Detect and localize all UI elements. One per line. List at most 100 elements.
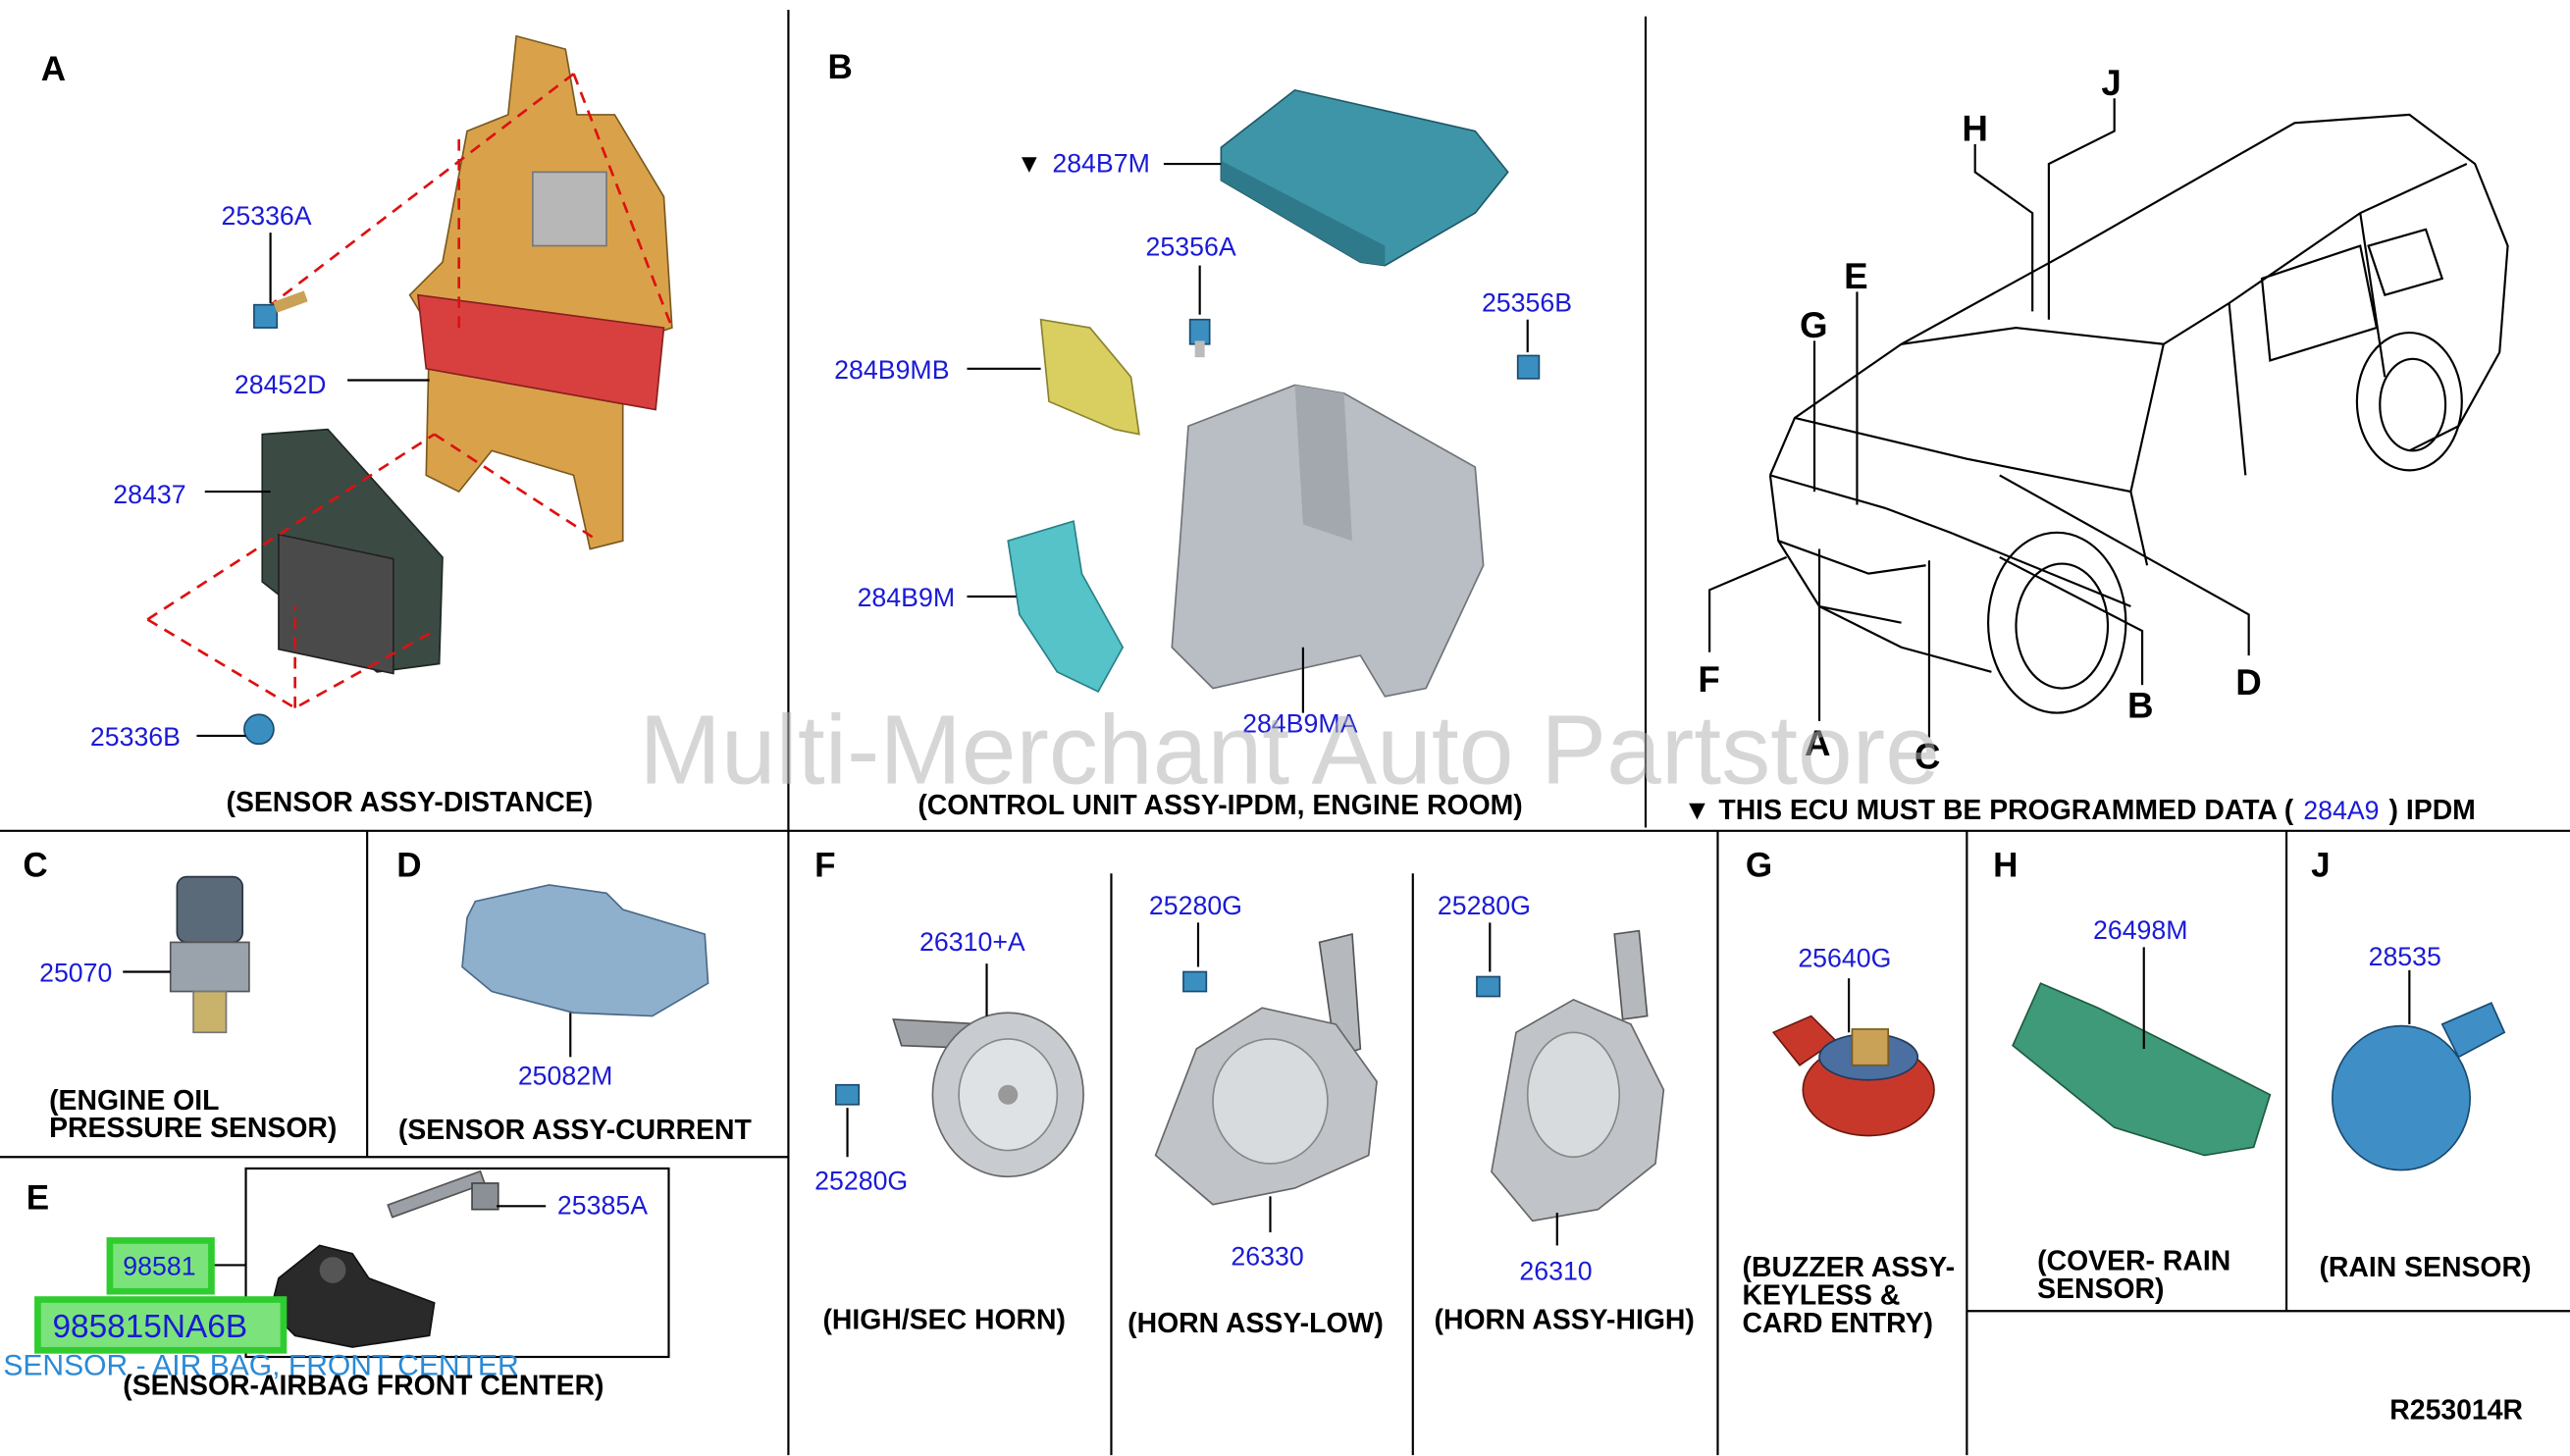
bracket-red-band-icon: [416, 293, 665, 411]
airbag-sensor-icon: [269, 1244, 436, 1348]
assembly-guide-lines: [146, 73, 674, 710]
bolt-25336a-icon: [253, 290, 308, 329]
section-g-caption-3: CARD ENTRY): [1743, 1308, 1933, 1339]
section-e-caption: (SENSOR-AIRBAG FRONT CENTER): [123, 1370, 603, 1401]
horn-high-sec-icon: [892, 1012, 1084, 1178]
section-h-caption-1: (COVER- RAIN: [2037, 1245, 2230, 1276]
part-number-26310[interactable]: 26310: [1519, 1257, 1592, 1286]
section-b-letter: B: [828, 48, 853, 86]
section-b-caption: (CONTROL UNIT ASSY-IPDM, ENGINE ROOM): [918, 790, 1522, 821]
nut-25356b-icon: [1516, 354, 1541, 380]
part-number-98581-highlight: [106, 1237, 215, 1295]
horn-high-icon: [1491, 929, 1665, 1222]
vehicle-overview: H J E G F A C B D ▼ THIS ECU MUST BE PRO…: [1683, 63, 2509, 826]
section-f-letter: F: [814, 847, 835, 885]
bracket-plate-icon: [532, 171, 607, 247]
vehicle-callout-f: F: [1698, 659, 1719, 700]
vehicle-callout-a: A: [1805, 723, 1831, 763]
section-e: E 25385A 98581 985815NA6B (SENSOR-AIRBAG…: [3, 1167, 670, 1401]
ipdm-cover-edge-icon: [1221, 160, 1386, 266]
vehicle-callout-j: J: [2101, 63, 2121, 103]
vehicle-callout-c: C: [1914, 736, 1941, 776]
ipdm-housing-wall-icon: [1294, 385, 1352, 542]
ipdm-marker-glyph: ▼: [1017, 148, 1042, 178]
vehicle-callout-h: H: [1962, 109, 1988, 149]
part-number-284b9m[interactable]: 284B9M: [858, 583, 956, 612]
section-a-letter: A: [41, 50, 66, 88]
watermark-text: Multi-Merchant Auto Partstore: [639, 695, 1939, 805]
section-c-letter: C: [23, 847, 47, 885]
bolt-25280g-f2-icon: [1182, 970, 1208, 993]
airbag-detail-box: [244, 1167, 670, 1359]
part-number-25336a[interactable]: 25336A: [221, 201, 311, 231]
part-number-985815na6b[interactable]: 985815NA6B: [52, 1309, 247, 1345]
part-number-25385a[interactable]: 25385A: [557, 1191, 648, 1221]
vehicle-callout-b: B: [2127, 686, 2154, 726]
grid-lines: [0, 10, 2570, 1456]
part-number-28535[interactable]: 28535: [2369, 942, 2441, 971]
part-number-284b7m[interactable]: 284B7M: [1052, 148, 1150, 178]
section-d-letter: D: [396, 847, 421, 885]
section-c-caption-2: PRESSURE SENSOR): [49, 1113, 337, 1144]
part-number-26498m[interactable]: 26498M: [2093, 915, 2188, 945]
bolt-25385a-icon: [387, 1170, 499, 1219]
section-c: C 25070 (ENGINE OIL PRESSURE SENSOR): [23, 847, 337, 1145]
section-j-caption: (RAIN SENSOR): [2319, 1252, 2531, 1283]
part-number-25280g-3[interactable]: 25280G: [1438, 891, 1531, 920]
programming-note: ▼ THIS ECU MUST BE PROGRAMMED DATA (284A…: [1683, 795, 2475, 826]
part-number-25082m[interactable]: 25082M: [518, 1062, 613, 1091]
part-number-25336b[interactable]: 25336B: [90, 722, 181, 752]
section-b: B ▼ 284B7M 25356A 25356B 284B9MB 284B9M …: [828, 48, 1573, 821]
section-g-letter: G: [1746, 847, 1772, 885]
section-e-letter: E: [26, 1179, 49, 1218]
part-number-98581[interactable]: 98581: [123, 1251, 195, 1280]
horn-high-sec-caption: (HIGH/SEC HORN): [822, 1305, 1066, 1336]
bracket-284b9mb-icon: [1039, 318, 1140, 436]
vehicle-callout-lines: [1708, 98, 2250, 738]
current-sensor-icon: [461, 884, 709, 1017]
section-f: F 26310+A 25280G (HIGH/SEC HORN) 25280G …: [814, 847, 1695, 1339]
part-number-25070[interactable]: 25070: [39, 959, 112, 988]
section-j: J 28535 (RAIN SENSOR): [2311, 847, 2531, 1284]
part-number-25356a[interactable]: 25356A: [1146, 233, 1236, 262]
part-number-985815na6b-highlight: [34, 1296, 288, 1354]
nut-25336b-icon: [243, 713, 275, 746]
part-number-25356b[interactable]: 25356B: [1482, 287, 1572, 317]
horn-low-icon: [1154, 933, 1378, 1206]
part-number-25280g-1[interactable]: 25280G: [814, 1167, 908, 1196]
part-number-284b9ma[interactable]: 284B9MA: [1242, 709, 1358, 739]
part-number-284b9mb[interactable]: 284B9MB: [834, 355, 949, 385]
section-g-caption-2: KEYLESS &: [1743, 1280, 1901, 1312]
oil-pressure-sensor-icon: [169, 875, 250, 1034]
ipdm-housing-icon: [1171, 384, 1485, 698]
bracket-284b9m-icon: [1007, 520, 1125, 693]
rain-sensor-icon: [2332, 1002, 2506, 1171]
section-a-caption: (SENSOR ASSY-DISTANCE): [227, 787, 594, 818]
part-number-26330[interactable]: 26330: [1231, 1241, 1303, 1271]
section-h-letter: H: [1993, 847, 2018, 885]
bolt-25280g-f3-icon: [1476, 975, 1501, 998]
diagram-reference-code: R253014R: [2389, 1394, 2523, 1426]
buzzer-icon: [1771, 1014, 1935, 1137]
part-number-28452d[interactable]: 28452D: [235, 370, 327, 399]
vehicle-callout-d: D: [2235, 662, 2262, 702]
part-number-25640g[interactable]: 25640G: [1798, 943, 1891, 972]
vehicle-outline-icon: [1768, 113, 2509, 714]
part-description-tooltip: SENSOR - AIR BAG, FRONT CENTER: [3, 1349, 518, 1381]
section-d-caption: (SENSOR ASSY-CURRENT: [398, 1115, 753, 1146]
section-j-letter: J: [2311, 847, 2331, 885]
section-h-caption-2: SENSOR): [2037, 1274, 2164, 1305]
horn-low-caption: (HORN ASSY-LOW): [1128, 1308, 1384, 1339]
vehicle-callout-g: G: [1800, 305, 1828, 345]
part-number-28437[interactable]: 28437: [113, 480, 185, 509]
part-number-26310a[interactable]: 26310+A: [919, 927, 1025, 957]
distance-sensor-face-icon: [278, 533, 394, 675]
section-a: A 25336A 28452D 28437 25336B (SENSOR ASS…: [41, 34, 674, 818]
section-g-caption-1: (BUZZER ASSY-: [1743, 1252, 1956, 1283]
vehicle-callout-e: E: [1844, 256, 1868, 296]
part-number-25280g-2[interactable]: 25280G: [1149, 891, 1242, 920]
horn-high-caption: (HORN ASSY-HIGH): [1435, 1305, 1695, 1336]
section-h: H 26498M (COVER- RAIN SENSOR): [1993, 847, 2272, 1305]
part-number-284a9[interactable]: 284A9: [2303, 796, 2379, 825]
